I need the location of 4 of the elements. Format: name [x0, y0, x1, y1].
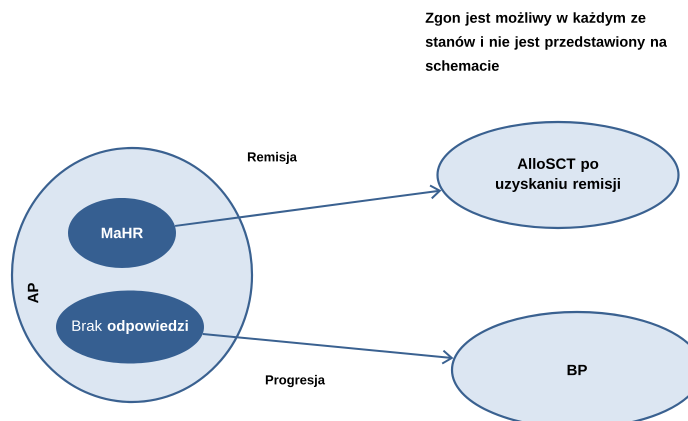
arrow — [202, 333, 454, 364]
note-text: Zgon jest możliwy w każdym ze stanów i nie jest przedstawiony na schemacie — [426, 12, 667, 71]
edge-label: Progresja — [264, 374, 326, 388]
arrow — [174, 184, 442, 227]
